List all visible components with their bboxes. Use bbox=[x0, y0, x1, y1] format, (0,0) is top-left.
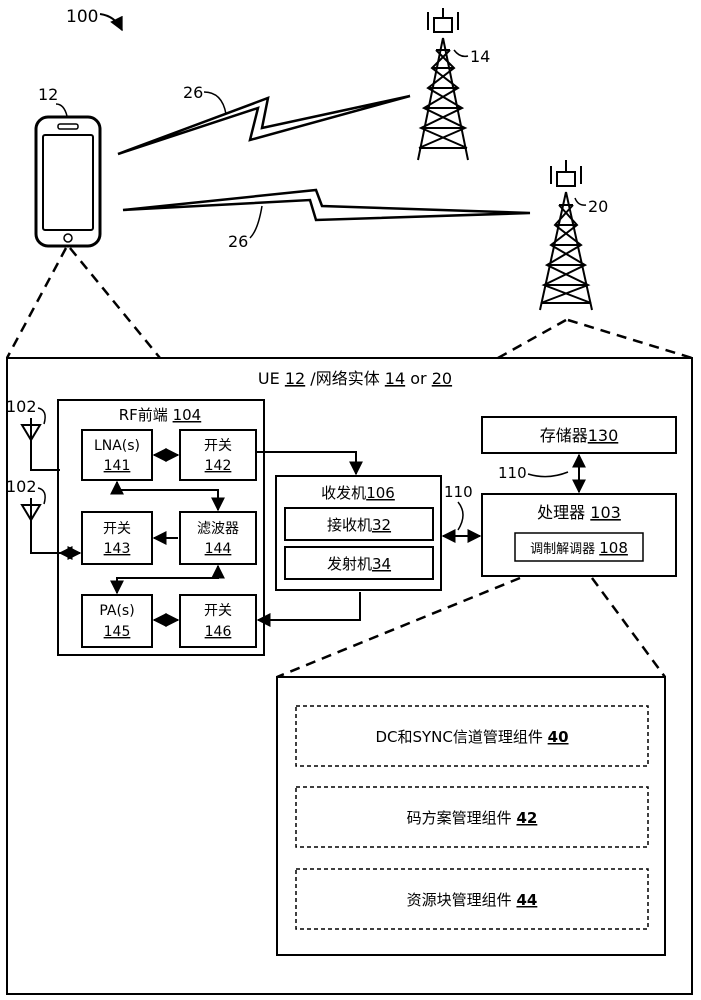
tower-expand-line-right bbox=[567, 318, 693, 360]
transmitter-label: 发射机34 bbox=[327, 555, 391, 573]
processor-label: 处理器 103 bbox=[537, 503, 621, 522]
antenna-icon bbox=[20, 418, 60, 471]
phone-ref-label: 12 bbox=[38, 85, 58, 104]
switch-146-box bbox=[179, 594, 257, 648]
component-dc-sync-label: DC和SYNC信道管理组件 40 bbox=[375, 728, 568, 746]
component-code-scheme-label: 码方案管理组件 42 bbox=[407, 809, 538, 827]
lna-filter-link bbox=[110, 480, 225, 512]
tower2-ref-leader bbox=[574, 197, 587, 206]
processor-expand-line-left bbox=[276, 576, 521, 679]
link-upper-ref-leader bbox=[203, 91, 227, 115]
filter-144-ref: 144 bbox=[205, 541, 232, 557]
rf-front-end-box bbox=[57, 399, 265, 656]
lna-ref: 141 bbox=[104, 458, 131, 474]
switch-142-ref: 142 bbox=[205, 458, 232, 474]
bus-upper-ref-label: 110 bbox=[498, 464, 527, 482]
switch-142-box bbox=[179, 429, 257, 481]
cell-tower-icon bbox=[539, 160, 593, 311]
phone-icon bbox=[34, 115, 102, 248]
pa-label: PA(s) bbox=[99, 603, 134, 619]
lna-box bbox=[81, 429, 153, 481]
lna-label: LNA(s) bbox=[94, 438, 140, 454]
ue-network-entity-box bbox=[6, 357, 693, 995]
memory-box bbox=[481, 416, 677, 454]
wireless-link-upper bbox=[117, 94, 411, 156]
switch-143-ref: 143 bbox=[104, 541, 131, 557]
pa-box bbox=[81, 594, 153, 648]
antenna2-ref-leader bbox=[37, 487, 46, 505]
tower2-ref-label: 20 bbox=[588, 197, 608, 216]
memory-label: 存储器130 bbox=[540, 426, 619, 445]
transmitter-box bbox=[284, 546, 434, 580]
switch142-transceiver-link bbox=[256, 451, 363, 476]
main-box-title: UE 12 /网络实体 14 or 20 bbox=[258, 369, 452, 388]
cell-tower-icon bbox=[417, 8, 469, 161]
processor-expand-line-right bbox=[590, 577, 667, 678]
component-dc-sync bbox=[295, 705, 649, 767]
rf-front-end-title: RF前端 104 bbox=[119, 406, 201, 424]
antenna1-ref-label: 102 bbox=[6, 397, 37, 416]
component-resource-block-label: 资源块管理组件 44 bbox=[407, 891, 538, 909]
tower1-ref-leader bbox=[453, 49, 469, 58]
tower-expand-line-left bbox=[497, 318, 567, 360]
antenna1-ref-leader bbox=[37, 407, 46, 425]
transceiver-box bbox=[275, 475, 442, 591]
receiver-box bbox=[284, 507, 434, 541]
link-upper-ref-label: 26 bbox=[183, 83, 203, 102]
wireless-link-lower bbox=[122, 188, 531, 222]
transceiver-switch146-link bbox=[256, 592, 361, 627]
component-resource-block bbox=[295, 868, 649, 930]
antenna-icon bbox=[20, 498, 60, 554]
filter-144-box bbox=[179, 511, 257, 565]
antenna2-ref-label: 102 bbox=[6, 477, 37, 496]
pa-filter-link bbox=[110, 564, 225, 595]
switch-146-label: 开关 bbox=[204, 603, 232, 619]
link-lower-ref-leader bbox=[249, 205, 263, 239]
bus-lower-ref-label: 110 bbox=[444, 483, 473, 501]
figure-ref-label: 100 bbox=[66, 7, 98, 27]
phone-expand-line-left bbox=[5, 247, 68, 359]
component-code-scheme bbox=[295, 786, 649, 848]
phone-ref-leader bbox=[55, 103, 68, 117]
link-lower-ref-label: 26 bbox=[228, 232, 248, 251]
bus-lower-ref-leader bbox=[457, 501, 464, 531]
switch-142-label: 开关 bbox=[204, 438, 232, 454]
receiver-label: 接收机32 bbox=[327, 516, 391, 534]
switch-146-ref: 146 bbox=[205, 624, 232, 640]
figure-ref-arrow bbox=[99, 13, 123, 32]
processor-box bbox=[481, 493, 677, 577]
transceiver-title: 收发机106 bbox=[321, 484, 395, 502]
switch-143-label: 开关 bbox=[103, 521, 131, 537]
modem-label: 调制解调器 108 bbox=[530, 539, 628, 557]
components-box bbox=[276, 676, 666, 956]
tower1-ref-label: 14 bbox=[470, 47, 490, 66]
switch-143-box bbox=[81, 511, 153, 565]
phone-expand-line-right bbox=[69, 247, 161, 359]
filter-144-label: 滤波器 bbox=[197, 521, 239, 537]
modem-box bbox=[514, 532, 644, 562]
pa-ref: 145 bbox=[104, 624, 131, 640]
bus-upper-ref-leader bbox=[527, 471, 569, 478]
